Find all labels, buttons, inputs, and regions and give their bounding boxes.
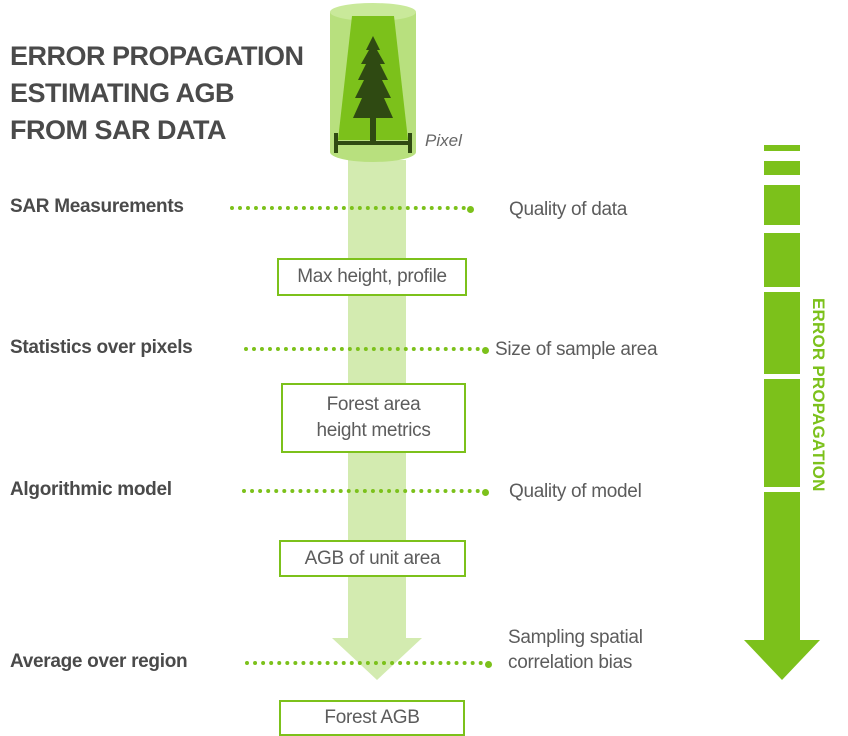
- box-text: Max height, profile: [297, 266, 447, 287]
- dotted-connector: [230, 206, 466, 210]
- box-max-height-profile: Max height, profile: [277, 258, 467, 296]
- box-text-line-2: height metrics: [316, 420, 431, 441]
- factor-line-1: Sampling spatial: [508, 627, 643, 648]
- factor-line-2: correlation bias: [508, 652, 633, 673]
- connector-end-dot: [485, 661, 492, 668]
- title-line-1: ERROR PROPAGATION: [10, 41, 304, 71]
- flow-arrow-head: [332, 638, 422, 680]
- box-text: Forest AGB: [324, 707, 420, 728]
- connector-end-dot: [482, 347, 489, 354]
- pixel-cylinder-icon: [330, 3, 416, 162]
- title-line-3: FROM SAR DATA: [10, 115, 226, 145]
- title-line-2: ESTIMATING AGB: [10, 78, 234, 108]
- tree-icon: [353, 36, 393, 142]
- dotted-connector: [242, 489, 480, 493]
- factor-sampling-spatial-correlation-bias: Sampling spatial correlation bias: [508, 625, 643, 675]
- dotted-connector: [245, 661, 483, 665]
- box-agb-of-unit-area: AGB of unit area: [279, 540, 466, 577]
- factor-quality-of-data: Quality of data: [509, 199, 628, 220]
- factor-quality-of-model: Quality of model: [509, 481, 642, 502]
- factor-size-of-sample-area: Size of sample area: [495, 339, 658, 360]
- box-forest-area-height-metrics: Forest area height metrics: [281, 383, 466, 453]
- step-label-statistics-over-pixels: Statistics over pixels: [10, 337, 193, 358]
- box-text-line-1: Forest area: [326, 394, 421, 415]
- step-label-sar-measurements: SAR Measurements: [10, 196, 184, 217]
- error-propagation-bar: [744, 145, 820, 680]
- step-label-algorithmic-model: Algorithmic model: [10, 479, 172, 500]
- box-forest-agb: Forest AGB: [279, 700, 465, 736]
- pixel-label: Pixel: [425, 131, 462, 150]
- side-label-error-propagation: ERROR PROPAGATION: [809, 298, 828, 492]
- page-title: ERROR PROPAGATION ESTIMATING AGB FROM SA…: [10, 38, 304, 149]
- connector-end-dot: [482, 489, 489, 496]
- step-label-average-over-region: Average over region: [10, 651, 188, 672]
- pixel-bracket-icon: [334, 133, 412, 153]
- box-text: AGB of unit area: [304, 547, 441, 569]
- dotted-connector: [244, 347, 480, 351]
- connector-end-dot: [467, 206, 474, 213]
